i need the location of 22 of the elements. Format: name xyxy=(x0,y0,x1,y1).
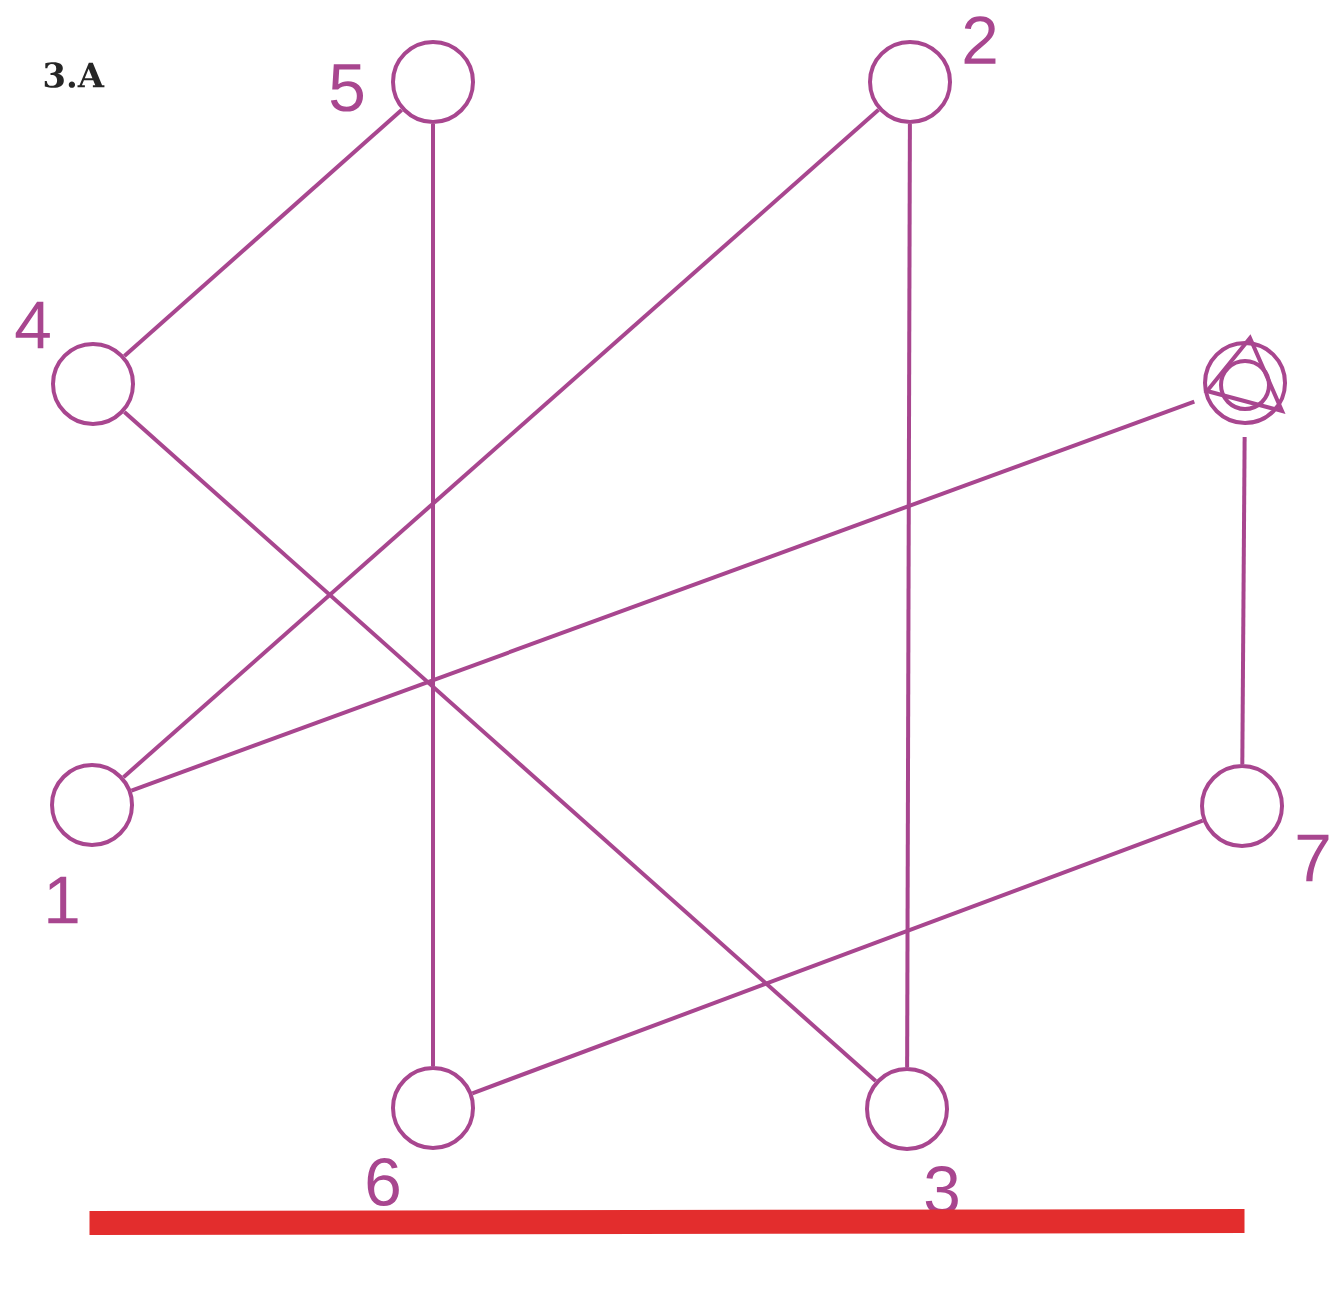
node-label: 4 xyxy=(15,301,50,349)
baseline-bar xyxy=(89,1209,1245,1235)
title: 3.A xyxy=(44,62,105,88)
node-label: 5 xyxy=(330,64,364,112)
connector-line xyxy=(122,108,880,779)
connector-line xyxy=(431,124,435,1066)
connector-line xyxy=(123,410,877,1083)
circle-node: 1 xyxy=(48,763,134,924)
connector-line xyxy=(905,124,912,1067)
node-label: 6 xyxy=(367,1158,399,1206)
circle-node: 7 xyxy=(1200,764,1329,882)
circle-node: 6 xyxy=(367,1066,475,1206)
node-label: 7 xyxy=(1297,834,1329,882)
connector-line xyxy=(1240,436,1247,764)
circle-node: 2 xyxy=(868,16,996,124)
node-label: 2 xyxy=(964,16,996,64)
connector-line xyxy=(471,818,1204,1096)
circle-node: 5 xyxy=(330,40,475,124)
circle-node: 4 xyxy=(15,301,135,426)
connector-line xyxy=(123,108,403,358)
connector-line xyxy=(130,399,1195,793)
node-label: 1 xyxy=(48,876,78,924)
